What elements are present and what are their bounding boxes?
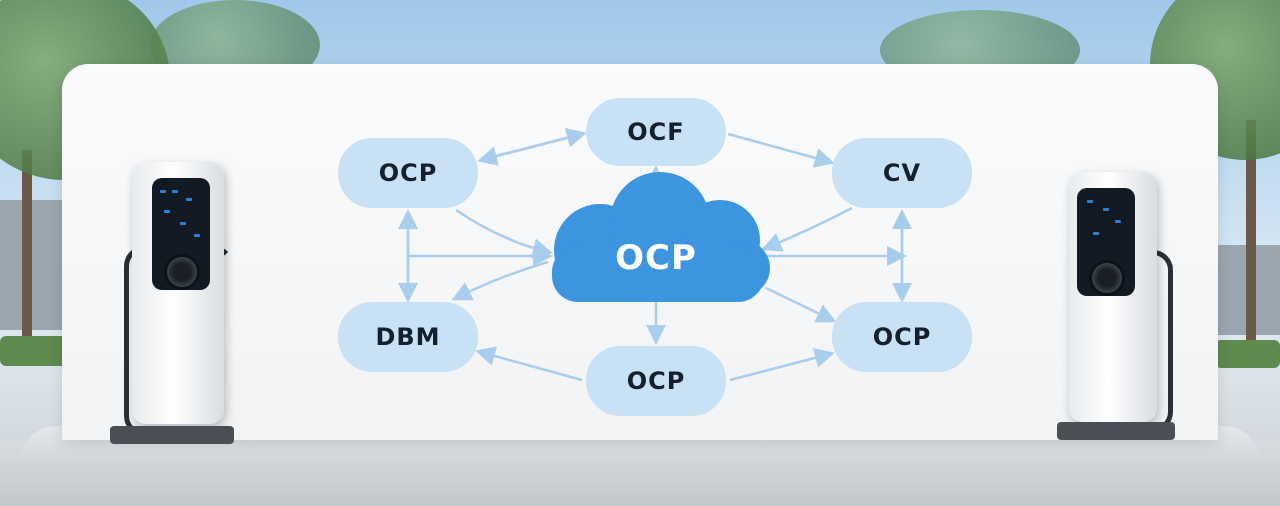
screen-led <box>160 190 166 193</box>
arrow-bottom-to-ocp-right <box>729 348 835 382</box>
cloud-icon <box>552 172 770 302</box>
charger-socket <box>1089 260 1125 296</box>
node-bottom: OCP <box>586 346 726 416</box>
charger-socket <box>164 254 200 290</box>
screen-led <box>1093 232 1099 235</box>
background-building-left <box>0 200 70 330</box>
arrow-ocf-to-ocp <box>477 132 583 166</box>
screen-led <box>186 198 192 201</box>
screen-led <box>164 210 170 213</box>
tree-trunk-left <box>22 150 32 340</box>
screen-led <box>172 190 178 193</box>
arrow-cloud-to-dbm <box>451 260 549 301</box>
hedge-right <box>1215 340 1280 368</box>
node-bottom-left: DBM <box>338 302 478 372</box>
screen-led <box>1103 208 1109 211</box>
arrow-cv-to-cloud <box>761 206 853 252</box>
screen-led <box>194 234 200 237</box>
ev-charger-left-icon <box>110 160 240 450</box>
screen-led <box>1087 200 1093 203</box>
node-top-left: OCP <box>338 138 478 208</box>
node-top: OCF <box>586 98 726 166</box>
screen-led <box>180 222 186 225</box>
cloud-center-label: OCP <box>615 238 697 278</box>
arrow-cloud-to-ocp-right <box>765 286 837 323</box>
charger-base <box>110 426 234 444</box>
node-bottom-right: OCP <box>832 302 972 372</box>
node-top-right: CV <box>832 138 972 208</box>
arrow-bottom-to-dbm <box>475 346 583 382</box>
arrow-ocf-to-cv <box>727 132 835 168</box>
ev-charger-right-icon <box>1055 170 1185 450</box>
tree-trunk-right <box>1246 120 1256 340</box>
arrow-ocp-to-cloud <box>455 208 553 259</box>
background-building-right <box>1210 245 1280 335</box>
hedge-left <box>0 336 70 366</box>
charger-base <box>1057 422 1175 440</box>
screen-led <box>1115 220 1121 223</box>
